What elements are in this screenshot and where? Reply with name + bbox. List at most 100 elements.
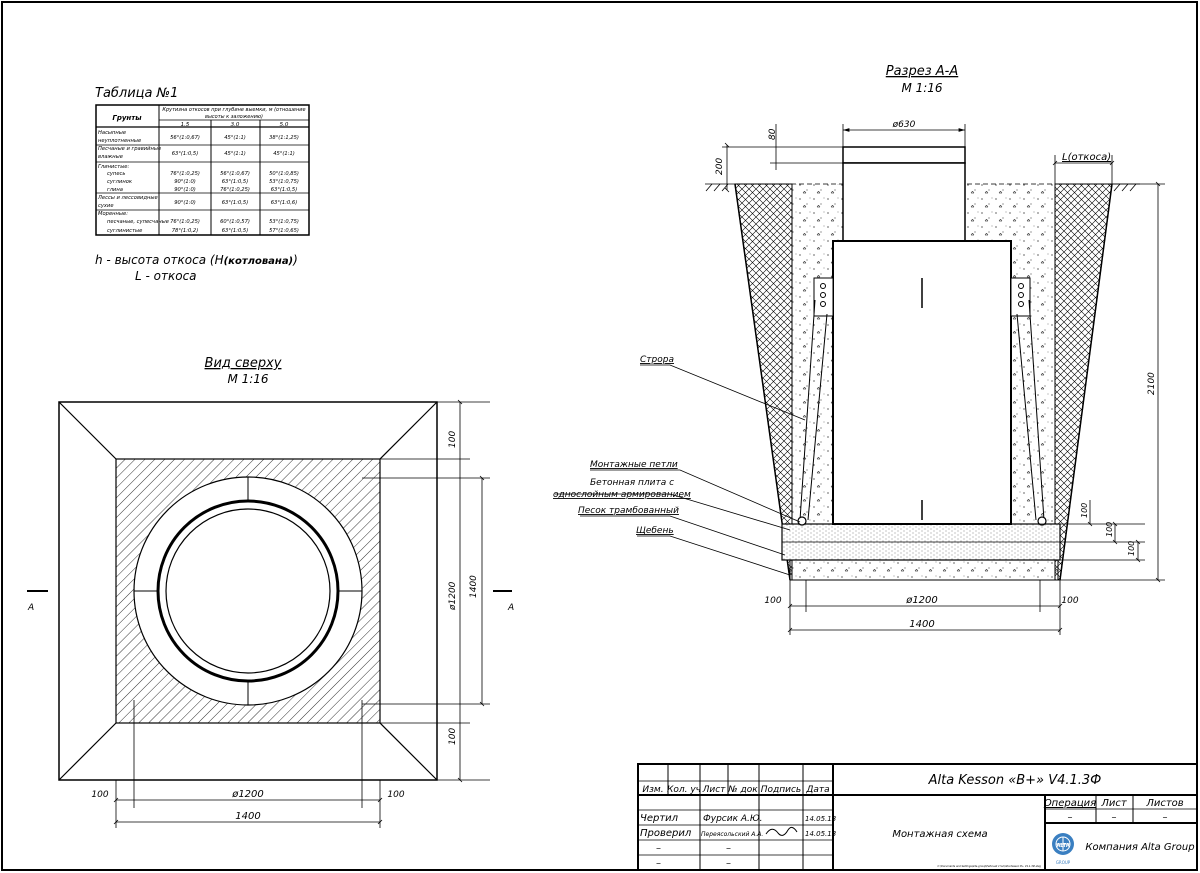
tb-checked-name: Переясольский А.А. [701, 831, 763, 838]
table-row-name: Насыпные [98, 130, 126, 136]
table-cell: 53°(1:0,75) [269, 179, 299, 185]
sec-dim-80: 80 [768, 128, 778, 140]
tb-sheet-label: Лист [1100, 798, 1128, 809]
table-title: Таблица №1 [95, 86, 178, 101]
table-depth-1: 3.0 [231, 122, 240, 128]
sec-dim-1200: ø1200 [905, 595, 938, 606]
sec-dim-100-d: 100 [764, 596, 781, 606]
tb-company: Компания Alta Group [1085, 842, 1194, 853]
table-row-name: сухие [98, 203, 114, 209]
table-row-name: неуплотненные [98, 138, 141, 144]
table-row-name: суглинистые [107, 228, 142, 234]
table-row-name: Песчаные и гравийные [98, 146, 161, 152]
table-depth-0: 1.5 [181, 122, 190, 128]
tb-drawn-date: 14.05.13 [805, 815, 836, 823]
table-header-line2: высоты к заложению) [205, 114, 263, 120]
tb-drawn-name: Фурсик А.Ю. [703, 814, 762, 824]
table-cell: 50°(1:0,85) [269, 171, 299, 177]
table-cell: 45°(1:1) [224, 135, 246, 141]
neck-cap [842, 146, 966, 164]
table-cell: 53°(1:0,75) [269, 219, 299, 225]
table-row-name: Моренные: [98, 211, 128, 217]
table-row-name: супесь [107, 171, 125, 177]
tb-dash-1: – [656, 843, 661, 854]
table-row-name: Глинистые: [98, 164, 130, 170]
slope-legend: h - высота откоса (H(котлована)) L - отк… [95, 253, 298, 283]
tb-op-value: – [1068, 812, 1073, 823]
tb-drawing-name: Монтажная схема [892, 829, 987, 840]
neck-circle [165, 508, 331, 674]
tb-dash-4: – [726, 858, 731, 869]
table-row-name: песчаные, супесчаные [107, 219, 169, 225]
table-cell: 76°(1:0,25) [220, 187, 250, 193]
table-cell: 63°(1:0,5) [172, 151, 199, 157]
legend-line1: h - высота откоса (H(котлована)) [95, 253, 298, 267]
table-cell: 78°(1:0,2) [172, 228, 199, 234]
label-slab-2: однослойным армированием [553, 490, 691, 500]
caisson-body [832, 240, 1012, 525]
section-mark-right: А [507, 603, 514, 613]
section-title: Разрез А-А [886, 64, 959, 79]
tb-sheet-value: – [1112, 812, 1117, 823]
tb-header-5: Дата [805, 785, 829, 795]
top-dim-100-c: 100 [91, 790, 108, 800]
tb-dash-3: – [656, 858, 661, 869]
sec-dim-slope: L(откоса) [1062, 152, 1111, 163]
tb-checked-date: 14.05.13 [805, 830, 836, 838]
sec-dim-200: 200 [715, 158, 725, 175]
section-mark-left: А [27, 603, 34, 613]
table-cell: 38°(1:1,25) [269, 135, 299, 141]
table-cell: 90°(1:0) [174, 200, 196, 206]
table-cell: 90°(1:0) [174, 187, 196, 193]
table-row-name: влажные [98, 154, 123, 160]
top-dim-100-d: 100 [387, 790, 404, 800]
sec-dim-100-b: 100 [1105, 522, 1114, 537]
top-dim-1400-h: 1400 [235, 811, 260, 822]
label-sand: Песок трамбованный [578, 506, 679, 516]
tb-header-3: № док [727, 785, 758, 795]
tb-sheets-value: – [1163, 812, 1168, 823]
table-row-name: глина [107, 187, 123, 193]
table-cell: 63°(1:0,5) [222, 228, 249, 234]
table-header-line1: Крутизна откосов при глубине выемки, м (… [162, 107, 305, 113]
table-cell: 45°(1:1) [224, 151, 246, 157]
table-cell: 76°(1:0,25) [170, 171, 200, 177]
svg-text:GROUP: GROUP [1056, 860, 1071, 865]
sec-dim-2100: 2100 [1147, 372, 1157, 395]
sec-dim-100-c: 100 [1127, 541, 1136, 556]
neck [842, 162, 966, 242]
signature [765, 826, 798, 836]
table-depth-2: 5.0 [280, 122, 289, 128]
table-row-name: Лессы и лессовидные [97, 195, 158, 201]
tb-product: Alta Kesson «B+» V4.1.3Ф [928, 773, 1102, 788]
tb-header-4: Подпись [761, 785, 801, 795]
sec-dim-100-e: 100 [1061, 596, 1078, 606]
pit-outline [58, 401, 438, 781]
table-cell: 56°(1:0,67) [170, 135, 200, 141]
table-cell: 63°(1:0,5) [222, 200, 249, 206]
tb-checked-role: Проверил [640, 828, 692, 839]
top-dim-100-b: 100 [448, 728, 458, 745]
label-loops: Монтажные петли [590, 460, 678, 470]
table-cell: 76°(1:0,25) [170, 219, 200, 225]
svg-text:ALTA: ALTA [1056, 843, 1069, 849]
table-cell: 90°(1:0) [174, 179, 196, 185]
top-dim-1200-h: ø1200 [231, 789, 264, 800]
tb-header-0: Изм. [642, 785, 663, 795]
table-row-name: суглинок [107, 179, 133, 185]
top-dim-1200-v: ø1200 [448, 581, 458, 611]
label-gravel: Щебень [636, 526, 674, 536]
top-view-title: Вид сверху [205, 356, 282, 371]
tb-sheets-label: Листов [1145, 798, 1183, 809]
top-dim-1400-v: 1400 [469, 575, 479, 598]
table-cell: 56°(1:0,67) [220, 171, 250, 177]
sec-dim-630: ø630 [892, 120, 916, 130]
table-cell: 63°(1:0,6) [271, 200, 298, 206]
table-cell: 60°(1:0,57) [220, 219, 250, 225]
slope-table: Таблица №1 Грунты Крутизна откосов при г… [95, 86, 310, 236]
label-sling: Строра [640, 355, 674, 365]
tb-op-label: Операция [1044, 798, 1096, 809]
